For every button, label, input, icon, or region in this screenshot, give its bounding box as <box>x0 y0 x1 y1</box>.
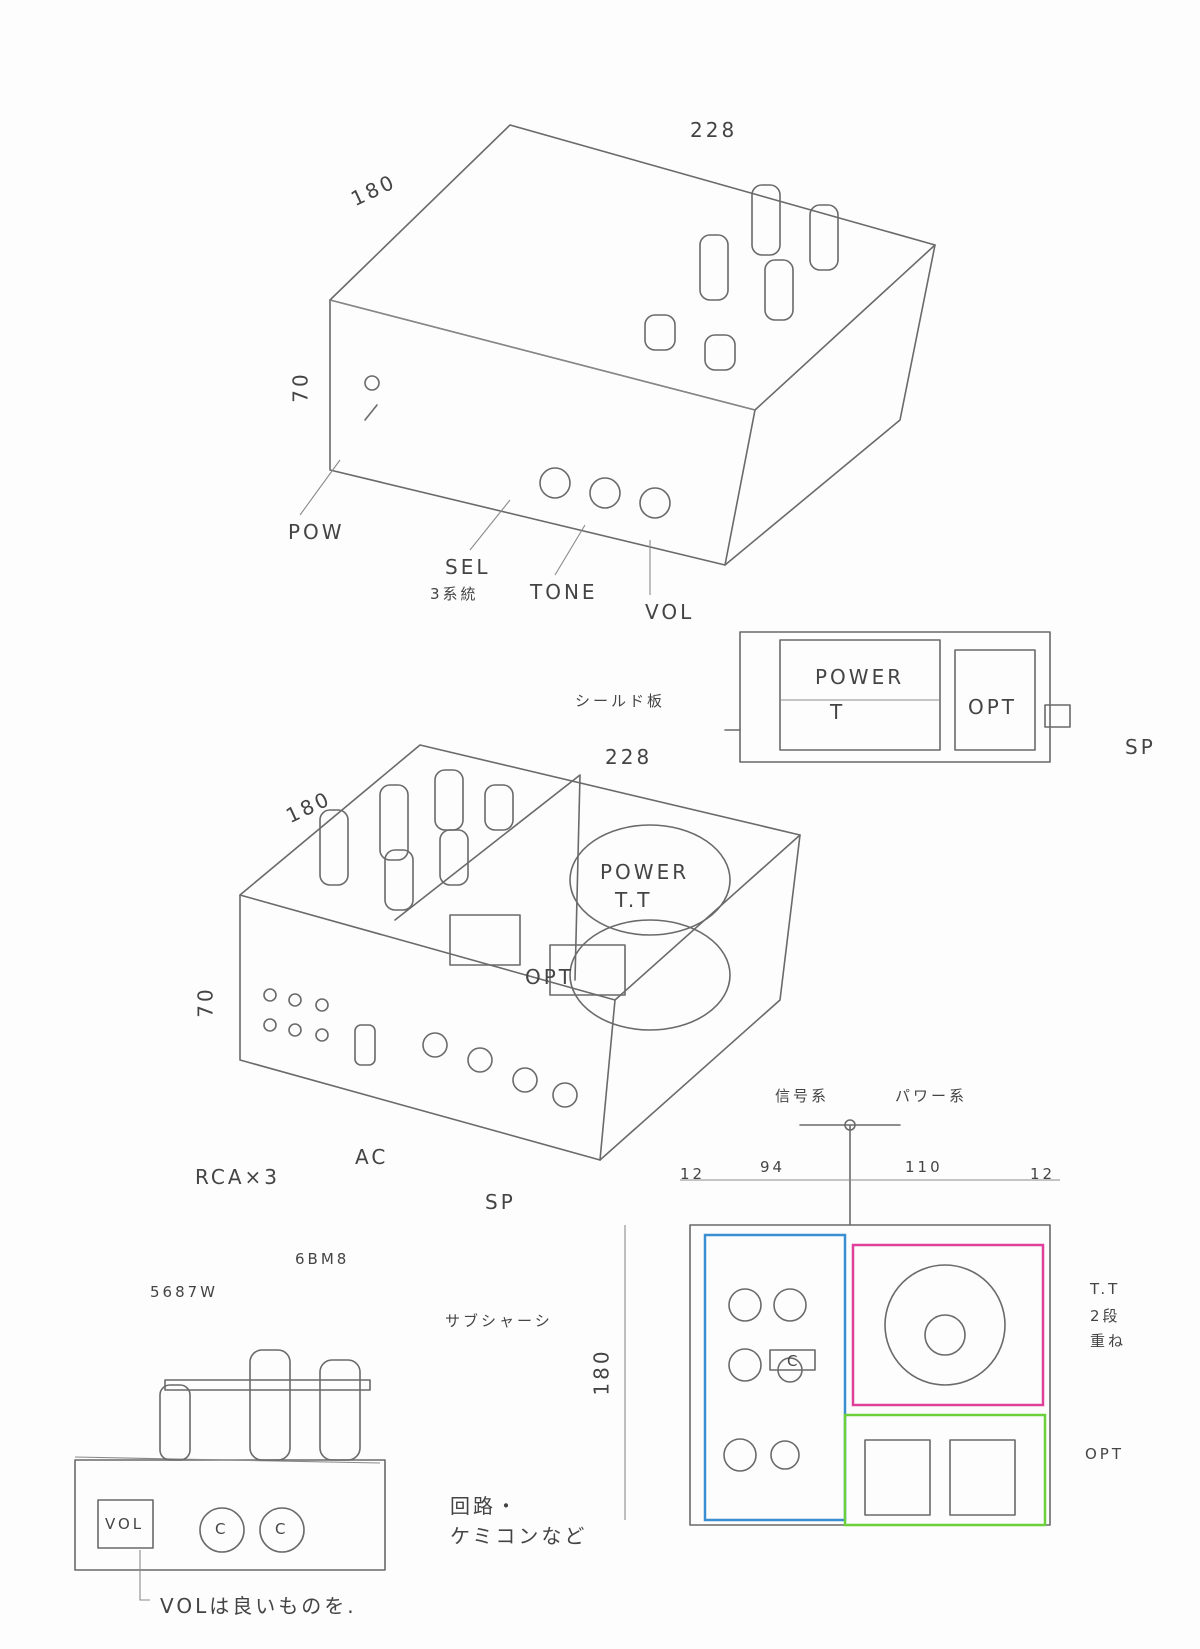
width-dimension-2: 228 <box>605 745 653 769</box>
signal-section-box <box>703 1233 847 1522</box>
tt-label: T.T <box>1090 1280 1121 1298</box>
opt-label-side: OPT <box>968 695 1018 719</box>
sub-chassis-label: サブシャーシ <box>445 1312 553 1330</box>
power-t-label: POWER <box>815 665 905 689</box>
dim-110: 110 <box>905 1158 943 1176</box>
vol-note: VOLは良いものを. <box>160 1594 357 1618</box>
dim-180: 180 <box>589 1348 614 1396</box>
dim-94: 94 <box>760 1158 786 1176</box>
power-system-label: パワー系 <box>895 1087 968 1105</box>
height-dimension-1: 70 <box>288 371 313 403</box>
sp-label-side: SP <box>1125 735 1156 759</box>
capacitor-label-top: C <box>787 1352 801 1370</box>
amp-perspective-1 <box>299 124 936 595</box>
opt-section-box <box>843 1413 1047 1527</box>
capacitor-label-1: C <box>215 1520 229 1538</box>
opt-label-top: OPT <box>1085 1445 1125 1463</box>
top-layout-view <box>624 1119 1060 1527</box>
capacitor-label-2: C <box>275 1520 289 1538</box>
tt-label-3: 重ね <box>1090 1332 1127 1350</box>
ac-label: AC <box>355 1145 389 1169</box>
rca-label: RCA×3 <box>195 1165 281 1189</box>
opt-label-2: OPT <box>525 965 575 989</box>
vol-label-sub: VOL <box>105 1515 145 1533</box>
sp-label-2: SP <box>485 1190 516 1214</box>
signal-system-label: 信号系 <box>775 1087 830 1105</box>
dim-12-right: 12 <box>1030 1165 1056 1183</box>
tube-6bm8-label: 6BM8 <box>295 1250 350 1268</box>
pow-label: POW <box>288 520 345 544</box>
vol-label: VOL <box>645 600 695 624</box>
circuit-label: 回路・ <box>450 1494 519 1518</box>
amp-perspective-2 <box>239 744 801 1161</box>
height-dimension-2: 70 <box>193 986 218 1018</box>
width-dimension-1: 228 <box>690 118 738 142</box>
sel-sub-label: 3系統 <box>430 585 479 603</box>
tt-label-2: 2段 <box>1090 1307 1121 1325</box>
side-view <box>724 631 1071 763</box>
circuit-label-2: ケミコンなど <box>450 1524 588 1548</box>
sub-chassis-view <box>74 1349 386 1601</box>
dim-12-left: 12 <box>680 1165 706 1183</box>
power-tt-label: POWER <box>600 860 690 884</box>
power-tt-label-2: T.T <box>615 888 653 912</box>
tube-5687w-label: 5687W <box>150 1283 219 1301</box>
tt-section-box <box>851 1243 1045 1407</box>
sel-label: SEL <box>445 555 491 579</box>
power-t-label-2: T <box>830 700 846 724</box>
tone-label: TONE <box>530 580 598 604</box>
shield-plate-label: シールド板 <box>575 692 666 710</box>
